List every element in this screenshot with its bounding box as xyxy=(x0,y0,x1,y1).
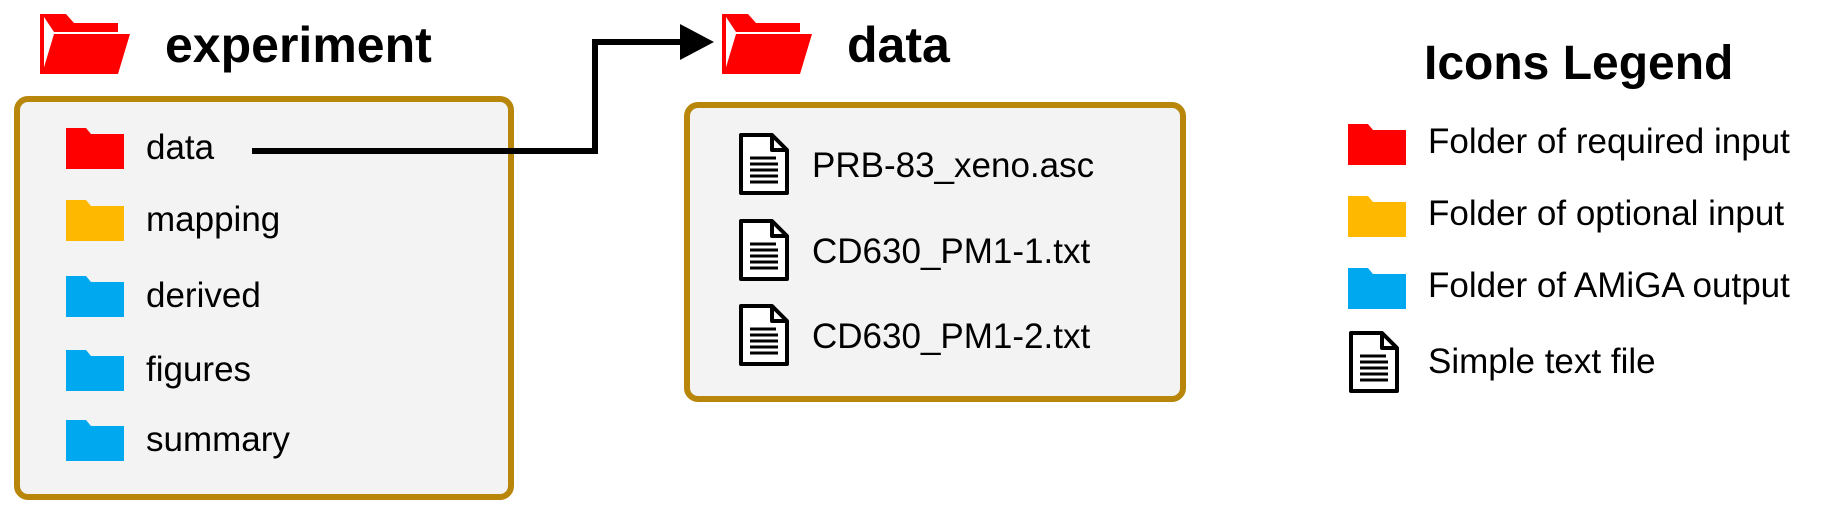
folder-icon xyxy=(66,274,126,318)
legend-item-label: Folder of optional input xyxy=(1428,194,1785,233)
experiment-title: experiment xyxy=(165,17,432,73)
data-file-item[interactable]: CD630_PM1-1.txt xyxy=(738,218,1158,282)
legend-item-label: Folder of required input xyxy=(1428,122,1790,161)
experiment-item-label: mapping xyxy=(146,200,281,239)
text-file-icon xyxy=(738,218,790,282)
experiment-item-derived[interactable]: derived xyxy=(66,274,366,318)
data-file-item[interactable]: CD630_PM1-2.txt xyxy=(738,303,1158,367)
legend-item-optional: Folder of optional input xyxy=(1348,194,1818,238)
data-file-item[interactable]: PRB-83_xeno.asc xyxy=(738,132,1158,196)
experiment-item-summary[interactable]: summary xyxy=(66,418,366,462)
folder-icon xyxy=(66,126,126,170)
text-file-icon xyxy=(738,132,790,196)
legend-item-required: Folder of required input xyxy=(1348,122,1818,166)
legend-item-label: Simple text file xyxy=(1428,342,1656,381)
experiment-item-label: data xyxy=(146,128,215,167)
experiment-item-data[interactable]: data xyxy=(66,126,366,170)
legend-item-label: Folder of AMiGA output xyxy=(1428,266,1790,305)
experiment-folder-open-icon xyxy=(40,10,132,76)
experiment-item-label: derived xyxy=(146,276,261,315)
text-file-icon xyxy=(738,303,790,367)
folder-icon xyxy=(66,418,126,462)
experiment-item-label: summary xyxy=(146,420,290,459)
data-file-label: PRB-83_xeno.asc xyxy=(812,146,1095,185)
data-folder-title: data xyxy=(847,17,950,73)
legend-item-text-file: Simple text file xyxy=(1348,330,1818,394)
data-file-label: CD630_PM1-2.txt xyxy=(812,317,1091,356)
experiment-item-mapping[interactable]: mapping xyxy=(66,198,366,242)
folder-icon xyxy=(66,198,126,242)
folder-icon xyxy=(1348,122,1408,166)
legend-title: Icons Legend xyxy=(1424,37,1734,90)
folder-icon xyxy=(66,348,126,392)
text-file-icon xyxy=(1348,330,1400,394)
folder-icon xyxy=(1348,266,1408,310)
legend-item-output: Folder of AMiGA output xyxy=(1348,266,1818,310)
data-folder-open-icon xyxy=(722,10,814,76)
experiment-item-label: figures xyxy=(146,350,252,389)
data-file-label: CD630_PM1-1.txt xyxy=(812,232,1091,271)
folder-icon xyxy=(1348,194,1408,238)
experiment-item-figures[interactable]: figures xyxy=(66,348,366,392)
